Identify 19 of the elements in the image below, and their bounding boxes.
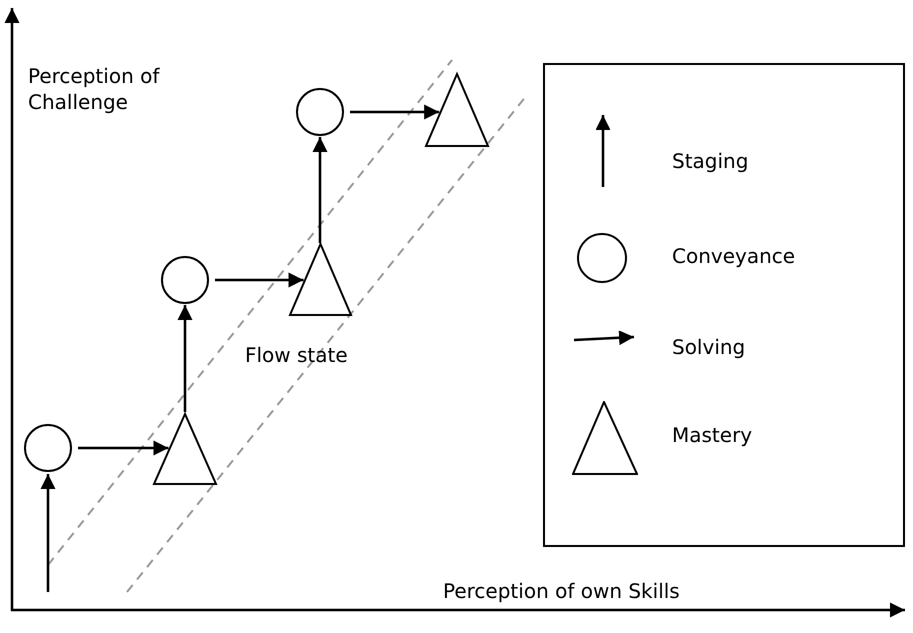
circle-shape — [24, 424, 72, 472]
arrow — [312, 137, 328, 244]
legend-label: Mastery — [672, 422, 752, 448]
arrow — [178, 305, 192, 412]
legend-label: Staging — [672, 148, 748, 174]
arrow — [350, 104, 440, 120]
arrow — [215, 272, 304, 288]
circle-shape — [296, 88, 344, 136]
arrow — [40, 474, 56, 592]
circle-shape — [161, 256, 209, 304]
arrow — [78, 440, 168, 456]
region-label: Flow state — [245, 342, 348, 368]
legend-label: Conveyance — [672, 243, 796, 269]
triangle-shape — [425, 73, 489, 147]
legend-label: Solving — [672, 334, 746, 360]
y-axis-title: Perception of Challenge — [28, 63, 161, 115]
x-axis-title: Perception of own Skills — [443, 578, 680, 604]
triangle-shape — [289, 243, 352, 316]
triangle-shape — [153, 413, 217, 485]
